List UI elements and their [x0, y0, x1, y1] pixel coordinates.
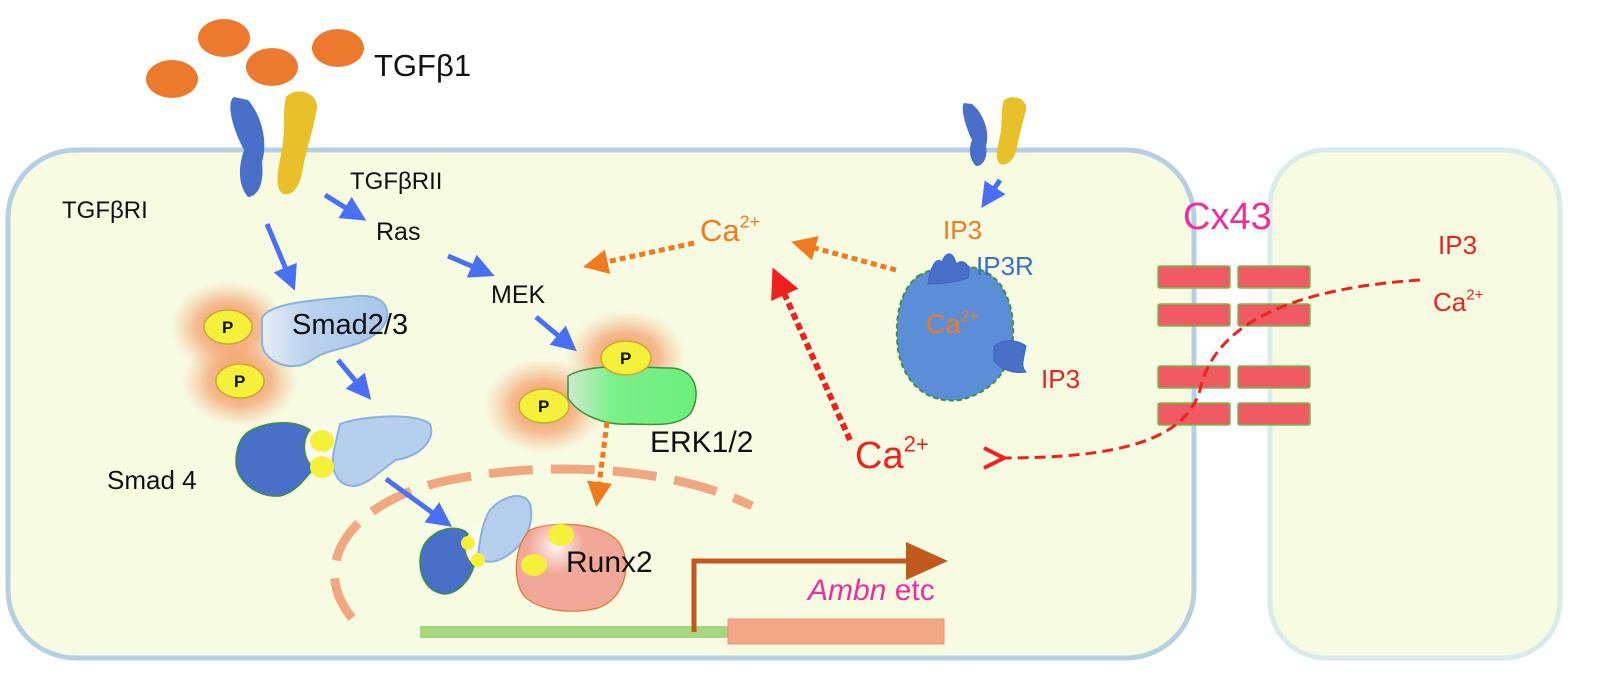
ip3-side-label: IP3: [1041, 364, 1081, 394]
phosphate-label: P: [234, 372, 246, 391]
runx2-protein: [515, 518, 627, 612]
smad23-protein: [261, 294, 389, 368]
ambn-gene-name: Ambn: [808, 574, 887, 607]
tgfbrii-label: TGFβRII: [350, 168, 443, 195]
dna-strand: [420, 626, 730, 638]
ip3-neighbor-label: IP3: [1438, 230, 1478, 260]
phosphate-label: P: [222, 318, 234, 337]
tgfb1-label: TGFβ1: [374, 48, 472, 83]
ambn-etc: etc: [886, 574, 935, 607]
runx2-label: Runx2: [566, 546, 653, 579]
gpcr-receptor: [962, 97, 1027, 166]
mek-label: MEK: [491, 281, 546, 309]
blue-arrows: [264, 178, 1006, 527]
tgfb1-ligands: [146, 19, 364, 98]
red-dotted-arrow: [771, 267, 853, 442]
er-calcium-store: [895, 253, 1028, 402]
tgfb-receptor: [230, 91, 318, 197]
ras-label: Ras: [376, 218, 421, 246]
erk-label: ERK1/2: [650, 426, 754, 459]
tgfbri-label: TGFβRI: [62, 197, 148, 224]
orange-dotted-arrows: [583, 236, 897, 507]
ip3r-label: IP3R: [976, 251, 1034, 281]
ip3-top-label: IP3: [943, 215, 983, 245]
smad4-complex: [235, 415, 433, 497]
ca-influx-label: Ca2+: [855, 431, 929, 477]
smad4-label: Smad 4: [107, 465, 197, 495]
smad23-label: Smad2/3: [292, 309, 409, 341]
nuclear-smad-complex: [419, 495, 533, 595]
ca-er-label: Ca2+: [926, 308, 979, 339]
gene-body: [727, 618, 945, 645]
phosphate-label: P: [538, 397, 550, 416]
gap-junction-transfer-arrow: [1002, 278, 1421, 458]
ambn-label: Ambn etc: [808, 576, 935, 606]
ca-neighbor-label: Ca2+: [1433, 286, 1484, 317]
ca-cytosol-label: Ca2+: [700, 211, 761, 248]
transcription-arrow: [691, 558, 906, 632]
cx43-label: Cx43: [1183, 196, 1272, 238]
nuclear-envelope: [330, 464, 755, 621]
neighbor-cell: [1267, 147, 1563, 661]
cx43-gap-junction: [1157, 265, 1311, 426]
phosphate-label: P: [620, 349, 632, 368]
